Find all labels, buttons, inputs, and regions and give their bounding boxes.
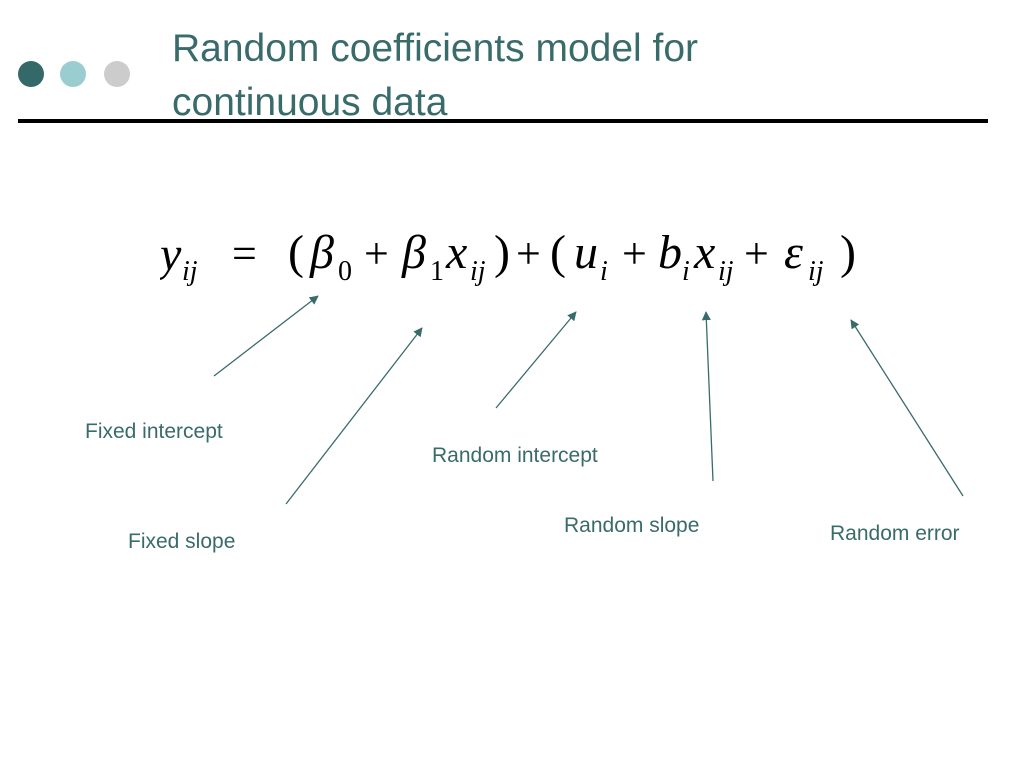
- decorative-dot-grey: [104, 61, 130, 87]
- slide-title-line-1: Random coefficients model for: [172, 27, 699, 70]
- eq-open-paren-2: (: [550, 226, 566, 279]
- label-random-error: Random error: [830, 522, 960, 545]
- model-equation: y ij = ( β 0 + β 1 x ij ) + ( u i + b i …: [160, 210, 880, 300]
- eq-plus-3: +: [622, 229, 647, 278]
- eq-epsilon: ε: [784, 226, 803, 279]
- eq-y-sub: ij: [182, 256, 198, 287]
- arrow-fixed-intercept: [213, 295, 319, 377]
- eq-plus-2: +: [516, 229, 541, 278]
- arrow-random-error: [850, 319, 964, 497]
- eq-equals: =: [232, 229, 257, 278]
- eq-beta-0-sub: 0: [338, 256, 352, 287]
- eq-u: u: [574, 226, 598, 279]
- eq-b: b: [658, 226, 682, 279]
- label-fixed-intercept: Fixed intercept: [85, 420, 223, 443]
- eq-beta-1-sub: 1: [430, 256, 444, 287]
- equation-svg: y ij = ( β 0 + β 1 x ij ) + ( u i + b i …: [160, 226, 856, 287]
- label-random-slope: Random slope: [564, 514, 700, 537]
- arrow-random-intercept: [495, 311, 577, 409]
- eq-x-2-sub: ij: [718, 256, 734, 287]
- eq-epsilon-sub: ij: [808, 256, 824, 287]
- eq-beta-1: β: [401, 226, 426, 279]
- eq-plus-4: +: [744, 229, 769, 278]
- arrow-random-slope: [701, 311, 714, 482]
- label-fixed-slope: Fixed slope: [128, 530, 236, 553]
- eq-x-1-sub: ij: [470, 256, 486, 287]
- eq-close-paren-1: ): [494, 226, 510, 279]
- label-random-intercept: Random intercept: [432, 444, 598, 467]
- eq-u-sub: i: [600, 256, 608, 287]
- eq-open-paren-1: (: [288, 226, 304, 279]
- eq-plus-1: +: [364, 229, 389, 278]
- eq-y: y: [160, 228, 182, 281]
- eq-x-2: x: [693, 226, 715, 279]
- eq-close-paren-2: ): [840, 226, 856, 279]
- title-underline: [18, 119, 988, 123]
- slide-title: Random coefficients model for continuous…: [172, 22, 972, 130]
- slide-title-line-2: continuous data: [172, 81, 448, 124]
- arrow-fixed-slope: [285, 327, 423, 505]
- eq-x-1: x: [445, 226, 467, 279]
- decorative-dot-light: [60, 61, 86, 87]
- eq-b-sub: i: [682, 256, 690, 287]
- eq-beta-0: β: [309, 226, 334, 279]
- decorative-dot-dark: [18, 61, 44, 87]
